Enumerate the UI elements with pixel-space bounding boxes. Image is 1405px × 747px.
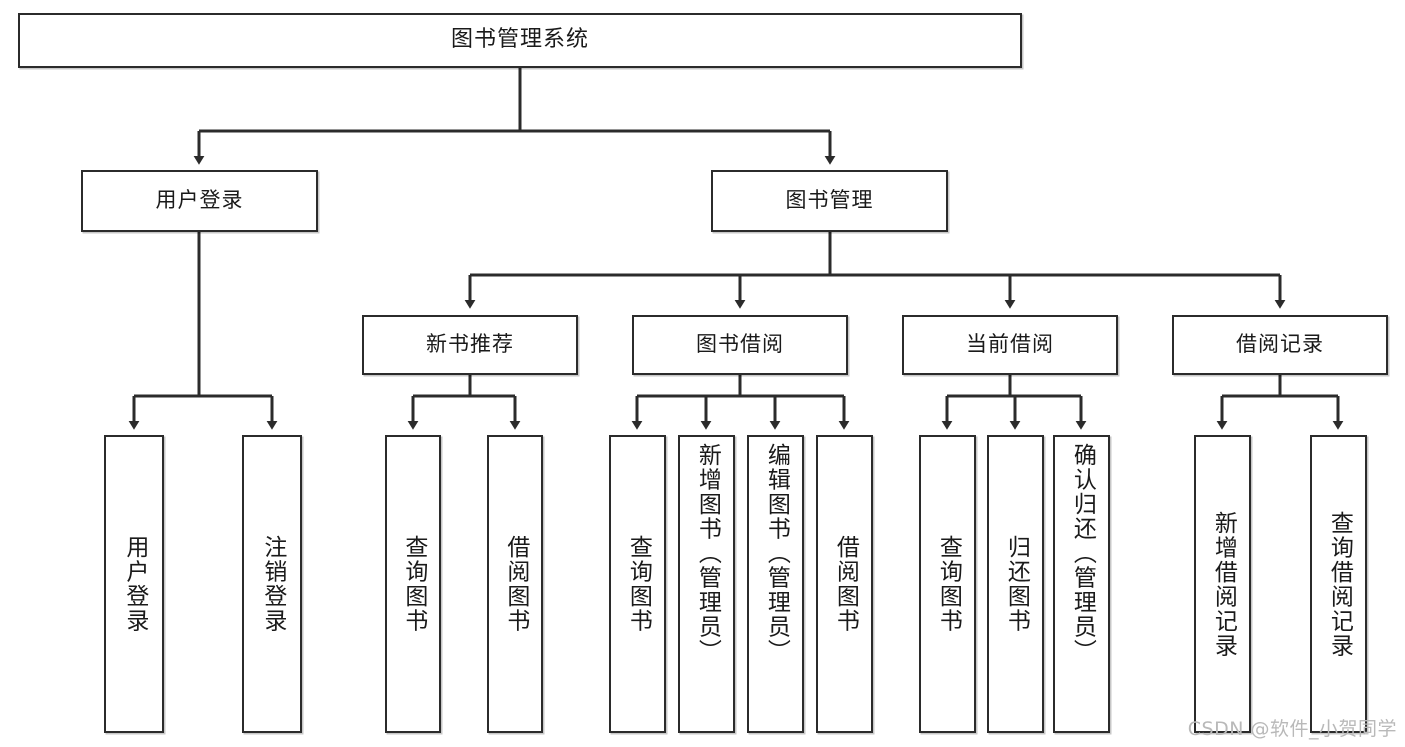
node-new-book-rec[interactable]: 新书推荐 (362, 315, 578, 375)
node-leaf-query-book-2[interactable]: 查询图书 (609, 435, 666, 733)
node-leaf-borrow-book-1[interactable]: 借阅图书 (487, 435, 543, 733)
node-borrow-record[interactable]: 借阅记录 (1172, 315, 1388, 375)
node-leaf-query-book-3[interactable]: 查询图书 (919, 435, 976, 733)
node-book-manage[interactable]: 图书管理 (711, 170, 948, 232)
node-leaf-confirm-return[interactable]: 确认归还（管理员） (1053, 435, 1110, 733)
node-book-borrow[interactable]: 图书借阅 (632, 315, 848, 375)
node-leaf-query-book-1[interactable]: 查询图书 (385, 435, 441, 733)
node-current-borrow[interactable]: 当前借阅 (902, 315, 1118, 375)
node-leaf-return-book[interactable]: 归还图书 (987, 435, 1044, 733)
node-leaf-user-login[interactable]: 用户登录 (104, 435, 164, 733)
node-leaf-logout-login[interactable]: 注销登录 (242, 435, 302, 733)
node-root-system[interactable]: 图书管理系统 (18, 13, 1022, 68)
node-leaf-add-record[interactable]: 新增借阅记录 (1194, 435, 1251, 733)
csdn-watermark: CSDN @软件_小贺同学 (1187, 718, 1397, 740)
node-leaf-borrow-book-2[interactable]: 借阅图书 (816, 435, 873, 733)
node-leaf-query-record[interactable]: 查询借阅记录 (1310, 435, 1367, 733)
node-leaf-add-book[interactable]: 新增图书（管理员） (678, 435, 735, 733)
node-user-login[interactable]: 用户登录 (81, 170, 318, 232)
node-leaf-edit-book[interactable]: 编辑图书（管理员） (747, 435, 804, 733)
